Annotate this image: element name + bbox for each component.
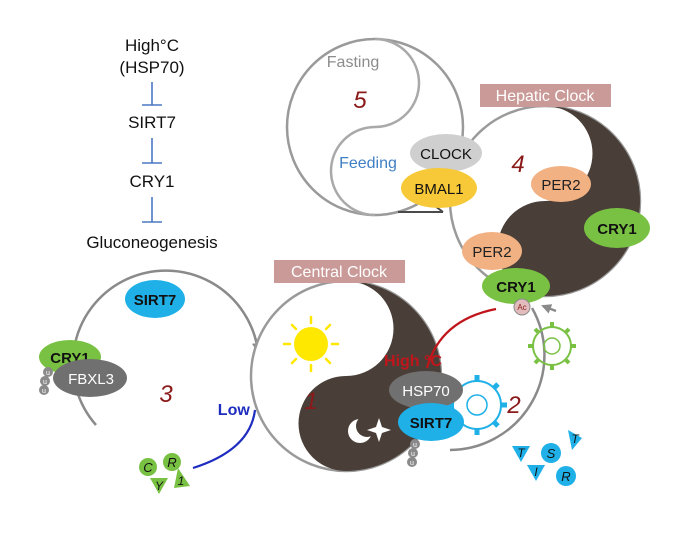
circle-3: 3 SIRT7 CRY1 FBXL3 u u u C R Y: [39, 269, 262, 494]
svg-text:u: u: [413, 442, 417, 449]
hsp70-protein: HSP70: [389, 371, 463, 409]
high-temp-line: [425, 307, 497, 369]
inhibit-arrow-3: [142, 197, 162, 223]
ubiquitin-chain-center: u u u: [407, 439, 420, 467]
high-temp-label: High °C: [384, 353, 442, 370]
low-temp-line: [192, 409, 257, 470]
pathway: High°C (HSP70) SIRT7 CRY1 Gluconeogenesi…: [86, 36, 217, 252]
per2-top-label: PER2: [541, 177, 580, 194]
fasting-label: Fasting: [327, 54, 379, 71]
per2-top: PER2: [531, 166, 591, 202]
svg-text:u: u: [410, 460, 414, 467]
central-clock-badge: [274, 260, 405, 283]
sirt7-fragments: T S T I R: [512, 430, 582, 486]
inhibit-arrow-1: [142, 82, 162, 106]
number-1: 1: [304, 388, 317, 415]
svg-text:u: u: [43, 379, 47, 386]
sirt7-center-label: SIRT7: [410, 415, 453, 432]
pathway-step4: Gluconeogenesis: [86, 233, 217, 252]
sirt7-center: SIRT7: [398, 403, 464, 441]
fragment-1: 1: [178, 474, 185, 488]
fragment-c: C: [143, 460, 153, 475]
fragment-t2: T: [571, 432, 580, 446]
hepatic-clock-badge: [480, 84, 611, 107]
per2-bottom: PER2: [462, 232, 522, 270]
fragment-t1: T: [517, 446, 526, 460]
number-5: 5: [353, 87, 367, 114]
circle-2-arc: [449, 307, 546, 452]
cry1-bottom-label: CRY1: [496, 279, 535, 296]
hsp70-label: HSP70: [402, 383, 450, 400]
feeding-label: Feeding: [339, 155, 397, 172]
fbxl3-label: FBXL3: [68, 371, 114, 388]
circle-2: 2: [447, 304, 582, 486]
acetyl-label: Ac: [517, 303, 526, 312]
svg-text:u: u: [411, 451, 415, 458]
svg-text:u: u: [46, 370, 50, 377]
inhibit-arrow-2: [142, 138, 162, 164]
per2-bottom-label: PER2: [472, 244, 511, 261]
clock-label: CLOCK: [420, 146, 472, 163]
bmal1-label: BMAL1: [414, 181, 463, 198]
pathway-step1-line2: (HSP70): [119, 58, 184, 77]
fragment-y: Y: [155, 479, 164, 493]
svg-text:u: u: [42, 388, 46, 395]
sirt7-top-label: SIRT7: [134, 292, 177, 309]
gear-green-icon: [528, 322, 576, 370]
number-3: 3: [159, 381, 173, 408]
number-4: 4: [511, 151, 524, 178]
cry1-bottom: CRY1: [482, 268, 550, 304]
clock-protein: CLOCK: [410, 134, 482, 172]
gear-blue-icon: [447, 375, 507, 435]
cry1-fragments: C R Y 1: [139, 453, 190, 494]
ubiquitin-chain-left: u u u: [39, 367, 53, 395]
fragment-r2: R: [561, 469, 570, 484]
fragment-s: S: [547, 446, 556, 461]
fbxl3-protein: FBXL3: [53, 359, 127, 397]
sirt7-top: SIRT7: [125, 280, 185, 318]
pathway-step1-line1: High°C: [125, 36, 179, 55]
pathway-step3: CRY1: [129, 172, 174, 191]
pathway-step2: SIRT7: [128, 113, 176, 132]
circle-5-divider: [329, 37, 421, 217]
sun-icon: [282, 315, 340, 373]
number-2: 2: [506, 392, 520, 419]
circle-4: 4 PER2 CRY1 PER2 CRY1 Ac Hepatic Clock: [448, 84, 650, 316]
clock-bmal1-complex: CLOCK BMAL1: [398, 134, 482, 213]
fragment-i: I: [534, 465, 538, 479]
acetyl-badge: Ac: [513, 298, 531, 316]
bmal1-protein: BMAL1: [401, 168, 477, 208]
fragment-r: R: [167, 455, 176, 470]
hepatic-clock-label: Hepatic Clock: [496, 88, 596, 105]
cry1-right: CRY1: [584, 208, 650, 248]
cry1-right-label: CRY1: [597, 221, 636, 238]
star-icon: [367, 418, 391, 442]
central-clock-label: Central Clock: [291, 264, 388, 281]
